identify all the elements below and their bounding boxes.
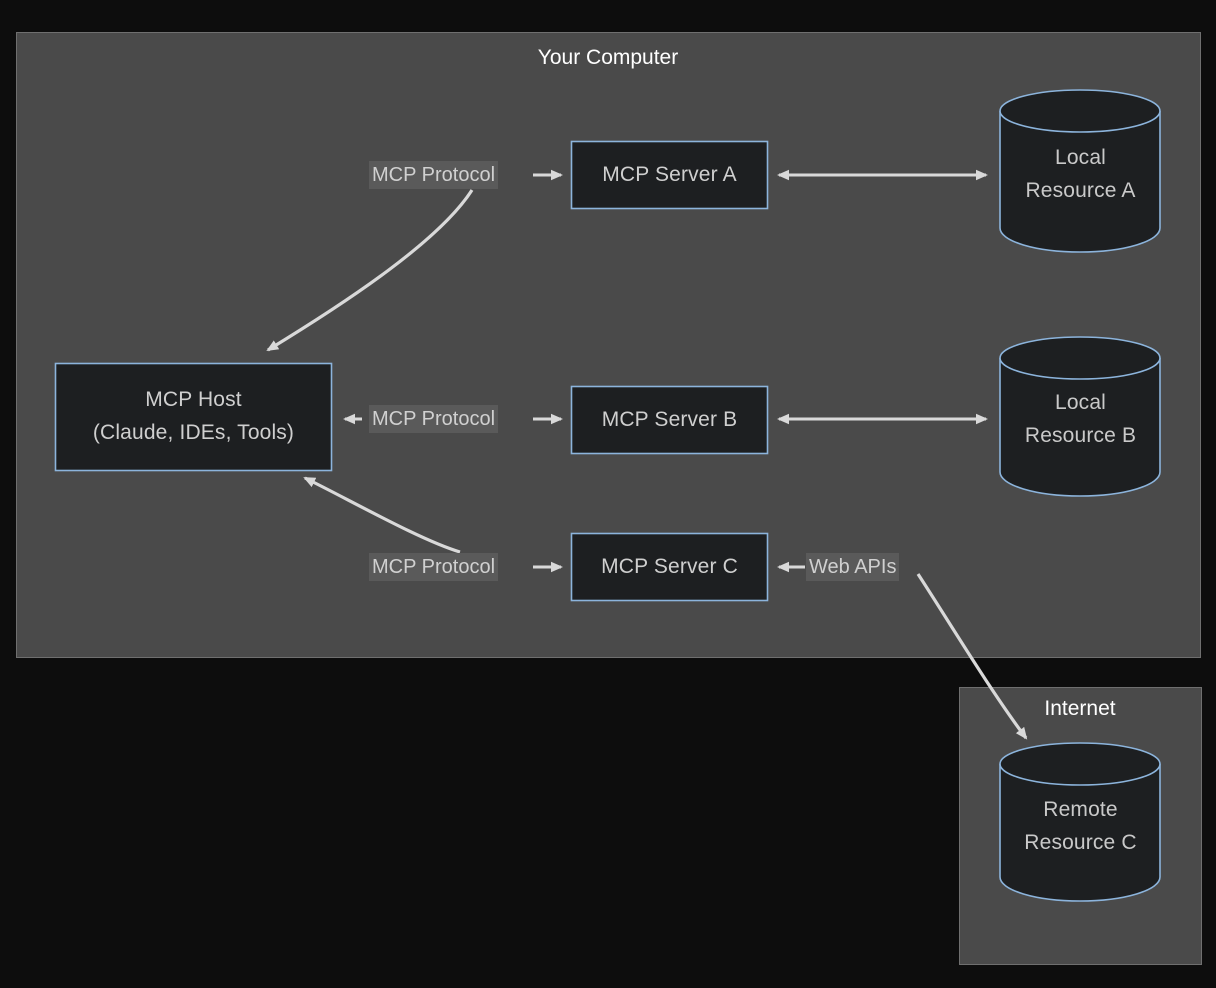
local-resource-b-line-2: Resource B [1024,424,1137,447]
remote-resource-c-line-2: Resource C [1024,831,1137,854]
node-label-local-resource-a[interactable]: Local Resource A [1000,120,1161,230]
mcp-host-line-1: MCP Host [145,388,242,412]
edge-label-protocol-c[interactable]: MCP Protocol [369,553,499,581]
group-title-internet: Internet [1044,697,1116,720]
remote-resource-c-line-1: Remote [1043,798,1118,822]
cylinder-remote-resource-c [999,742,1161,902]
node-label-mcp-server-c[interactable]: MCP Server C [571,533,768,601]
local-resource-a-line-2: Resource A [1025,179,1136,202]
node-mcp-server-c [570,532,769,602]
node-label-mcp-server-a[interactable]: MCP Server A [571,141,768,209]
mcp-host-line-2: (Claude, IDEs, Tools) [92,421,295,444]
mcp-server-c-label: MCP Server C [601,554,738,578]
local-resource-a-line-1: Local [1055,146,1106,170]
node-mcp-server-a [570,140,769,210]
edge-label-web-apis[interactable]: Web APIs [806,553,900,581]
cylinder-local-resource-b [999,336,1161,497]
node-label-mcp-server-b[interactable]: MCP Server B [571,386,768,454]
mcp-server-a-label: MCP Server A [602,162,737,186]
group-title-your-computer: Your Computer [537,46,679,69]
node-label-mcp-host[interactable]: MCP Host (Claude, IDEs, Tools) [55,363,332,471]
node-label-local-resource-b[interactable]: Local Resource B [1000,365,1161,475]
edge-server-a-to-host [266,189,474,352]
edge-label-protocol-a[interactable]: MCP Protocol [369,161,499,189]
edge-server-c-to-remote-resource-c [916,573,1028,740]
node-mcp-host [54,362,333,472]
node-label-remote-resource-c[interactable]: Remote Resource C [1000,772,1161,882]
edge-label-protocol-b[interactable]: MCP Protocol [369,405,499,433]
mcp-server-b-label: MCP Server B [601,407,738,431]
cylinder-local-resource-a [999,89,1161,253]
edge-server-c-to-host [303,476,461,554]
local-resource-b-line-1: Local [1055,391,1106,415]
node-mcp-server-b [570,385,769,455]
